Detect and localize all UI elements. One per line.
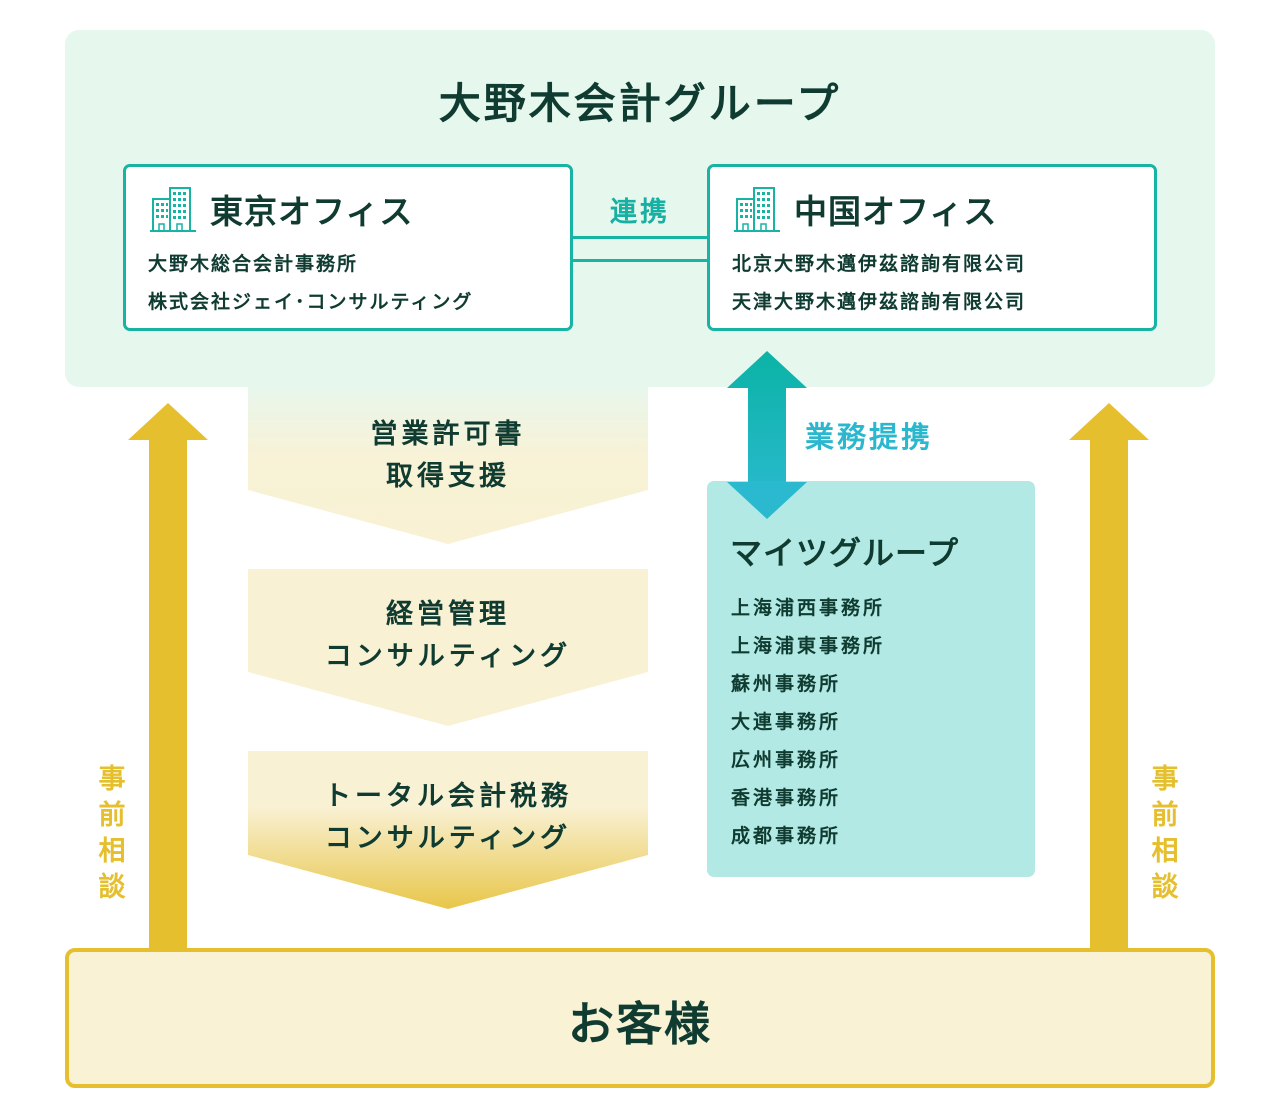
service-1-line2: 取得支援 [386,461,510,492]
consultation-arrow-right [1069,403,1149,950]
customer-label: お客様 [568,997,712,1051]
partner-office-item: 上海浦東事務所 [731,635,886,657]
service-chevron [248,751,648,909]
partner-group-title: マイツグループ [730,534,960,572]
office-china-line: 天津大野木邁伊茲諮詢有限公司 [732,291,1027,313]
partnership-label: 業務提携 [805,420,934,454]
service-chevron [248,569,648,726]
consultation-label-left-text: 事前相談 [98,764,126,903]
partner-office-item: 成都事務所 [731,825,842,847]
consultation-arrow-left [128,403,208,950]
partner-office-item: 香港事務所 [731,787,842,809]
partner-office-item: 大連事務所 [731,711,842,733]
partnership-arrow [727,351,807,519]
service-2-line2: コンサルティング [324,641,572,672]
office-china-name: 中国オフィス [794,192,998,231]
office-china-card: 中国オフィス 北京大野木邁伊茲諮詢有限公司 天津大野木邁伊茲諮詢有限公司 [707,164,1157,331]
consultation-label-right-text: 事前相談 [1151,764,1179,903]
service-1-line1: 営業許可書 [370,419,526,450]
service-3: トータル会計税務 コンサルティング [248,751,648,908]
office-tokyo-card: 東京オフィス 大野木総合会計事務所 株式会社ジェイ･コンサルティング [123,164,573,331]
link-label: 連携 [610,197,670,228]
service-2-line1: 経営管理 [386,599,510,630]
consultation-label-right: 事前相談 [1145,762,1185,906]
office-china-line: 北京大野木邁伊茲諮詢有限公司 [732,253,1027,275]
service-2: 経営管理 コンサルティング [248,569,648,726]
service-chevron [248,387,648,544]
partnership-arrow-tip [727,481,807,519]
customer-box [65,948,1215,1088]
office-tokyo-line: 大野木総合会計事務所 [148,253,359,275]
service-3-line2: コンサルティング [324,823,572,854]
consultation-label-left: 事前相談 [92,762,132,906]
partner-office-item: 蘇州事務所 [731,673,842,695]
partner-office-item: 上海浦西事務所 [731,597,886,619]
office-tokyo-line: 株式会社ジェイ･コンサルティング [148,291,474,313]
partner-office-item: 広州事務所 [731,749,842,771]
link-connector [570,236,710,262]
building-icon [150,187,196,232]
partner-group-box [707,481,1035,877]
service-3-line1: トータル会計税務 [324,781,572,812]
group-title: 大野木会計グループ [438,79,842,128]
building-icon [734,187,780,232]
office-tokyo-name: 東京オフィス [210,192,414,231]
service-1: 営業許可書 取得支援 [248,387,648,544]
partner-office-list: 上海浦西事務所 上海浦東事務所 蘇州事務所 大連事務所 広州事務所 香港事務所 … [731,589,885,855]
